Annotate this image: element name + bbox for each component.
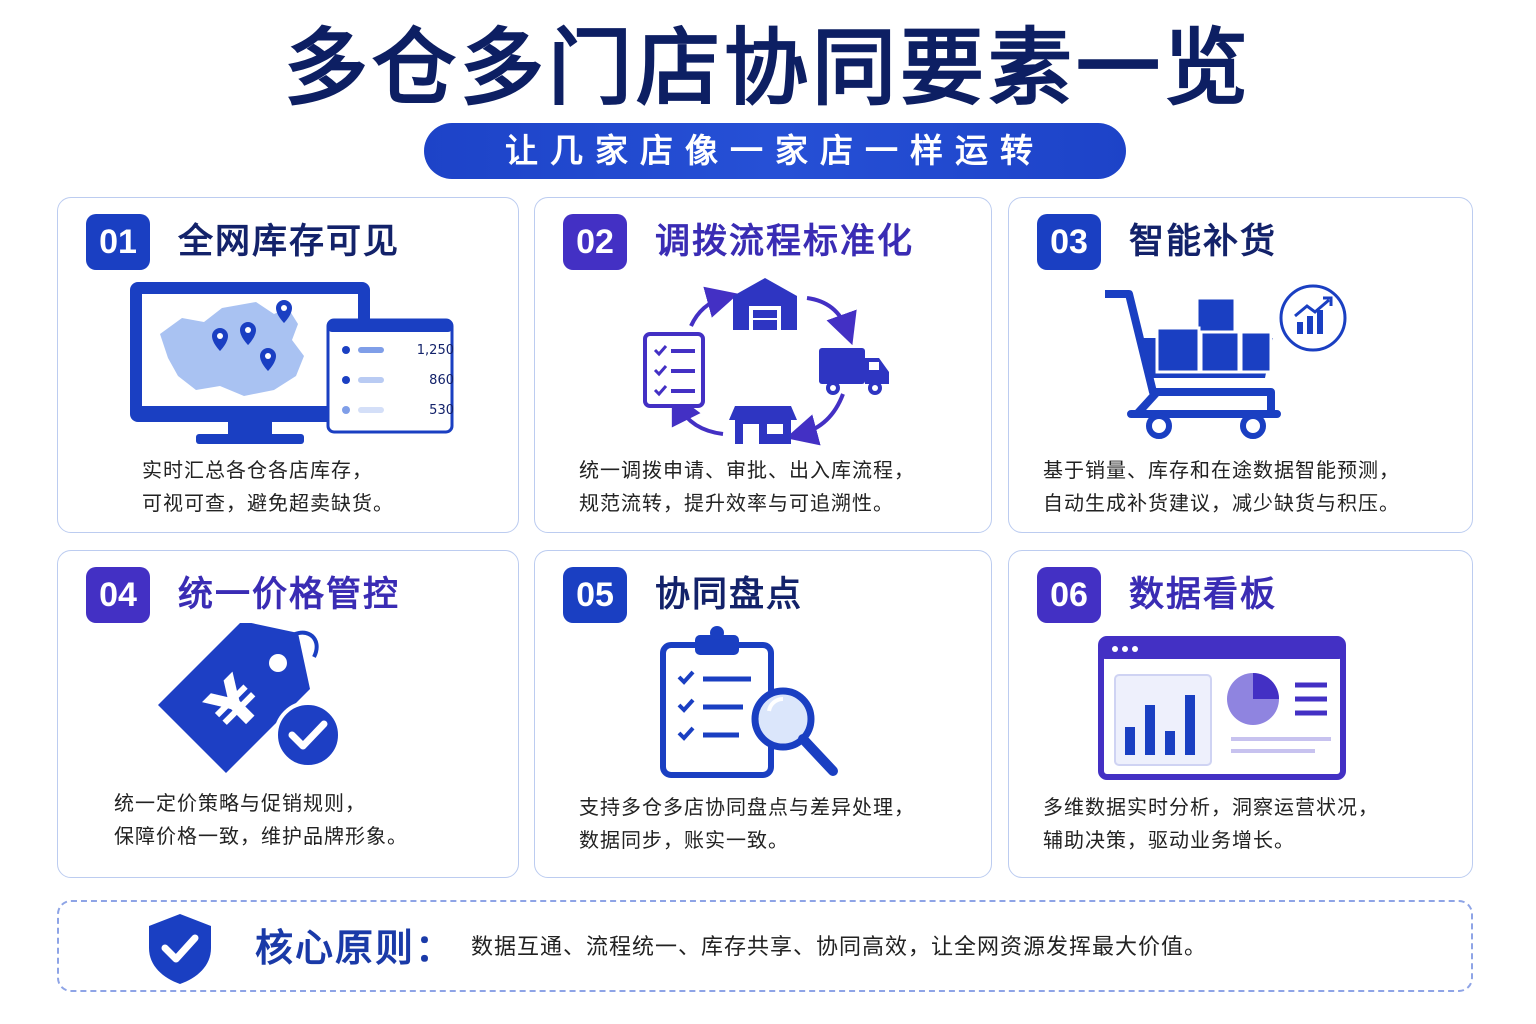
- check-circle-icon: [274, 701, 342, 769]
- shield-check-icon: [149, 914, 211, 984]
- cycle-arrows-icon: [643, 278, 889, 446]
- card-number-badge: 01: [86, 214, 150, 270]
- magnifier-icon: [751, 687, 838, 776]
- card-number-badge: 06: [1037, 567, 1101, 623]
- warehouse-icon: [733, 278, 797, 330]
- card-title: 调拨流程标准化: [655, 222, 915, 262]
- card-description: 统一调拨申请、审批、出入库流程， 规范流转，提升效率与可追溯性。: [579, 458, 915, 515]
- card-price-control: 04 统一价格管控 ¥ 统一定价策略与促销规则， 保障价格一致，维护品牌形象。: [57, 550, 519, 878]
- shopping-cart-icon: [1105, 284, 1347, 439]
- card-number-badge: 03: [1037, 214, 1101, 270]
- card-inventory-visibility: 01 全网库存可见 1,250 860 530 实时汇总各仓各店库存， 可视可查…: [57, 197, 519, 533]
- card-title: 协同盘点: [655, 575, 804, 615]
- card-description: 多维数据实时分析，洞察运营状况， 辅助决策，驱动业务增长。: [1043, 795, 1379, 852]
- card-number-badge: 05: [563, 567, 627, 623]
- truck-icon: [819, 348, 889, 395]
- card-description: 基于销量、库存和在途数据智能预测， 自动生成补货建议，减少缺货与积压。: [1043, 458, 1400, 515]
- monitor-map-icon: [130, 282, 454, 444]
- dashboard-icon: [1098, 636, 1346, 780]
- card-title: 统一价格管控: [178, 575, 401, 615]
- card-description: 实时汇总各仓各店库存， 可视可查，避免超卖缺货。: [142, 458, 394, 515]
- inventory-panel-icon: [326, 318, 454, 434]
- card-collaborative-stocktake: 05 协同盘点 支持多仓多店协同盘点与差异处理， 数据同步，账实一致。: [534, 550, 992, 878]
- bar-chart-icon: [1125, 695, 1195, 755]
- card-title: 全网库存可见: [178, 222, 401, 262]
- card-description: 统一定价策略与促销规则， 保障价格一致，维护品牌形象。: [114, 791, 408, 848]
- trend-chart-icon: [1279, 284, 1347, 352]
- card-title: 智能补货: [1129, 222, 1278, 262]
- card-smart-replenishment: 03 智能补货 基于销量、库存和在途数据智能预测， 自动生成补货建议，减少缺货与…: [1008, 197, 1473, 533]
- card-title: 数据看板: [1129, 575, 1278, 615]
- card-data-dashboard: 06 数据看板 多维数据实时分析，洞察运营状况， 辅助决策，驱动业务增长。: [1008, 550, 1473, 878]
- inventory-value: 530: [429, 403, 454, 418]
- checklist-icon: [643, 332, 705, 408]
- inventory-value: 1,250: [416, 343, 454, 358]
- clipboard-icon: [660, 626, 838, 778]
- card-number-badge: 02: [563, 214, 627, 270]
- page-title: 多仓多门店协同要素一览: [283, 19, 1252, 117]
- card-description: 支持多仓多店协同盘点与差异处理， 数据同步，账实一致。: [579, 795, 915, 852]
- card-number-badge: 04: [86, 567, 150, 623]
- page-subtitle: 让几家店像一家店一样运转: [424, 123, 1126, 179]
- pie-chart-icon: [1227, 673, 1279, 725]
- card-transfer-process: 02 调拨流程标准化: [534, 197, 992, 533]
- price-tag-icon: ¥: [158, 623, 319, 773]
- core-principle-label: 核心原则：: [255, 926, 456, 970]
- core-principle-text: 数据互通、流程统一、库存共享、协同高效，让全网资源发挥最大价值。: [471, 935, 1208, 960]
- core-principle-banner: 核心原则： 数据互通、流程统一、库存共享、协同高效，让全网资源发挥最大价值。: [57, 900, 1473, 992]
- inventory-value: 860: [429, 373, 454, 388]
- boxes-icon: [1155, 296, 1273, 374]
- map-pin-icon: [212, 300, 292, 371]
- store-icon: [729, 406, 797, 444]
